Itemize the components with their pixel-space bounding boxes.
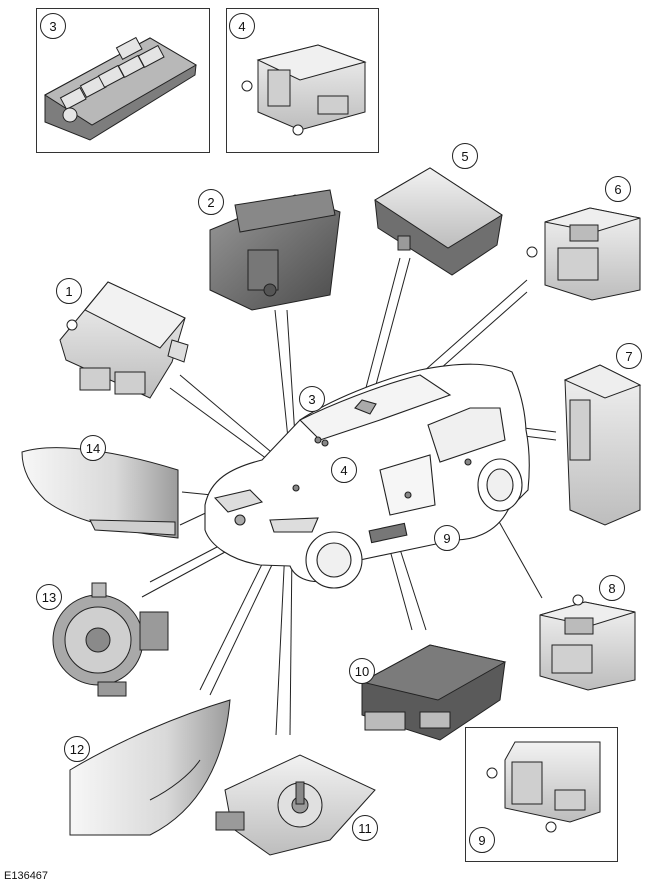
inset-box-4: [226, 8, 379, 153]
actuator-11-drawing: [215, 754, 376, 856]
figure-reference: E136467: [4, 870, 49, 882]
callout-7: 7: [616, 343, 642, 369]
vehicle-drawing: [204, 363, 530, 589]
inset-box-9: [465, 727, 618, 862]
module-5-drawing: [374, 167, 503, 276]
callout-8: 8: [599, 575, 625, 601]
module-10-drawing: [360, 644, 507, 741]
callout-12: 12: [64, 736, 90, 762]
module-9-drawing: [486, 741, 601, 833]
alternator-13-drawing: [52, 582, 169, 697]
inset-box-3: [36, 8, 210, 153]
callout-9: 9: [469, 827, 495, 853]
module-1-drawing: [59, 281, 189, 399]
callout-2: 2: [198, 189, 224, 215]
callout-13: 13: [36, 584, 62, 610]
callout-11: 11: [352, 815, 378, 841]
callout-5: 5: [452, 143, 478, 169]
module-2-drawing: [209, 189, 341, 311]
callout-1: 1: [56, 278, 82, 304]
callout-3-vehicle: 3: [299, 386, 325, 412]
callout-3: 3: [40, 13, 66, 39]
callout-14: 14: [80, 435, 106, 461]
module-8-drawing: [539, 594, 636, 691]
headlamp-14-drawing: [21, 447, 179, 539]
callout-9-vehicle: 9: [434, 525, 460, 551]
callout-4-vehicle: 4: [331, 457, 357, 483]
window-switch-pack: [44, 36, 197, 141]
callout-4: 4: [229, 13, 255, 39]
callout-10: 10: [349, 658, 375, 684]
module-6-drawing: [526, 207, 641, 301]
module-4-drawing: [241, 44, 367, 136]
lamp-12-drawing: [69, 699, 231, 836]
callout-6: 6: [605, 176, 631, 202]
module-7-drawing: [563, 364, 642, 526]
